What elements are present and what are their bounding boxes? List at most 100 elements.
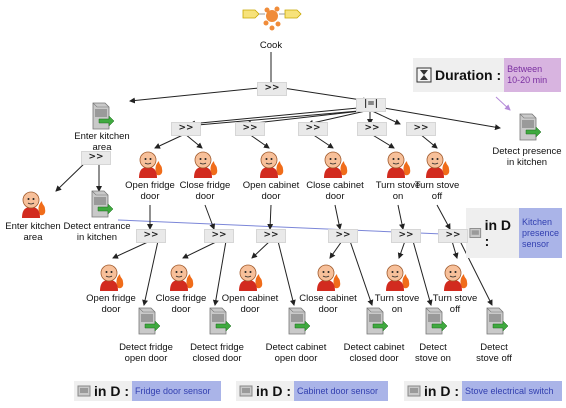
system-task-icon	[288, 307, 311, 335]
system-task-icon	[209, 307, 232, 335]
connector	[204, 204, 216, 230]
annotation-header: in D :	[466, 208, 519, 258]
annotation-header: Duration :	[413, 58, 505, 92]
task-enter-kitchen-area-leaf: Enter kitchen area	[5, 221, 61, 243]
annotation-key: in D :	[94, 383, 129, 399]
cabinet-sensor-annotation: in D :Cabinet door sensor	[236, 381, 388, 401]
operator-enable-0: >>	[171, 122, 201, 136]
duration-annotation: Duration :Between 10-20 min	[413, 58, 561, 92]
device-icon	[239, 385, 253, 397]
connector	[184, 133, 203, 149]
task-turn-stove-on: Turn stove on	[375, 180, 421, 202]
device-icon	[77, 385, 91, 397]
task-open-cabinet-door-leaf: Open cabinet door	[221, 293, 279, 315]
task-open-cabinet-door: Open cabinet door	[242, 180, 300, 202]
system-task-icon	[138, 307, 161, 335]
task-turn-stove-off-leaf: Turn stove off	[432, 293, 478, 315]
connector	[349, 240, 374, 306]
operator-enable-low-5: >>	[438, 229, 468, 243]
operator-enable-low-4: >>	[391, 229, 421, 243]
annotation-value: Cabinet door sensor	[294, 381, 388, 401]
connector	[370, 133, 395, 149]
task-detect-stove-off: Detect stove off	[476, 342, 512, 364]
connector	[112, 240, 151, 259]
annotation-key: in D :	[484, 217, 512, 249]
connector	[311, 133, 334, 149]
annotation-value: Fridge door sensor	[132, 381, 221, 401]
user-task-icon	[387, 151, 411, 178]
task-detect-stove-on: Detect stove on	[415, 342, 451, 364]
task-detect-entrance: Detect entrance in kitchen	[63, 221, 131, 243]
connector	[419, 133, 438, 149]
user-task-icon	[139, 151, 163, 178]
stove-sensor-annotation: in D :Stove electrical switch	[404, 381, 562, 401]
task-detect-fridge-open: Detect fridge open door	[119, 342, 173, 364]
annotation-key: Duration :	[435, 67, 502, 83]
task-enter-kitchen-area: Enter kitchen area	[74, 131, 130, 153]
annotation-header: in D :	[74, 381, 132, 401]
connector	[397, 204, 405, 230]
task-turn-stove-on-leaf: Turn stove on	[374, 293, 420, 315]
system-task-icon	[91, 190, 114, 218]
system-task-icon	[425, 307, 448, 335]
duration-link	[495, 96, 511, 111]
system-task-icon	[486, 307, 509, 335]
user-task-icon	[194, 151, 218, 178]
annotation-key: in D :	[424, 383, 459, 399]
task-close-fridge-door-leaf: Close fridge door	[155, 293, 207, 315]
kitchen-sensor-annotation: in D :Kitchen presence sensor	[466, 208, 562, 258]
user-task-icon	[444, 264, 468, 291]
system-task-icon	[366, 307, 389, 335]
operator-enable-low-3: >>	[328, 229, 358, 243]
device-icon	[469, 228, 482, 238]
connector	[412, 240, 433, 306]
connector	[267, 204, 274, 230]
connector	[55, 159, 89, 192]
task-close-fridge-door: Close fridge door	[179, 180, 231, 202]
connector	[397, 240, 406, 259]
operator-enable-low-1: >>	[204, 229, 234, 243]
annotation-value: Between 10-20 min	[504, 58, 561, 92]
fridge-sensor-annotation: in D :Fridge door sensor	[74, 381, 221, 401]
task-turn-stove-off: Turn stove off	[414, 180, 460, 202]
connector	[248, 133, 270, 149]
annotation-header: in D :	[236, 381, 294, 401]
connector	[185, 109, 371, 129]
task-detect-presence: Detect presence in kitchen	[492, 146, 562, 168]
user-task-icon	[324, 151, 348, 178]
connector	[212, 240, 227, 306]
system-task-icon	[519, 113, 542, 141]
user-task-icon	[317, 264, 341, 291]
task-close-cabinet-door: Close cabinet door	[306, 180, 364, 202]
user-task-icon	[100, 264, 124, 291]
hourglass-icon	[416, 67, 432, 83]
operator-enable-root: >>	[257, 82, 287, 96]
operator-enable-2: >>	[298, 122, 328, 136]
connector	[369, 109, 401, 125]
connector	[459, 240, 493, 306]
connector	[142, 240, 159, 306]
operator-concurrent: |=|	[356, 98, 386, 112]
task-detect-cabinet-open: Detect cabinet open door	[265, 342, 327, 364]
connector	[334, 204, 342, 230]
user-task-icon	[426, 151, 450, 178]
annotation-value: Stove electrical switch	[462, 381, 562, 401]
operator-enable-enter: >>	[81, 151, 111, 165]
operator-enable-1: >>	[235, 122, 265, 136]
abstract-task-icon	[242, 6, 302, 31]
task-detect-cabinet-closed: Detect cabinet closed door	[343, 342, 405, 364]
task-open-fridge-door-leaf: Open fridge door	[86, 293, 136, 315]
connector	[436, 204, 451, 230]
connector-root-left	[129, 87, 260, 104]
operator-enable-3: >>	[357, 122, 387, 136]
connector	[154, 133, 186, 149]
user-task-icon	[239, 264, 263, 291]
connector	[383, 107, 501, 131]
connector	[189, 107, 359, 127]
task-open-fridge-door: Open fridge door	[125, 180, 175, 202]
system-task-icon	[92, 102, 115, 130]
user-task-icon	[170, 264, 194, 291]
task-close-cabinet-door-leaf: Close cabinet door	[299, 293, 357, 315]
